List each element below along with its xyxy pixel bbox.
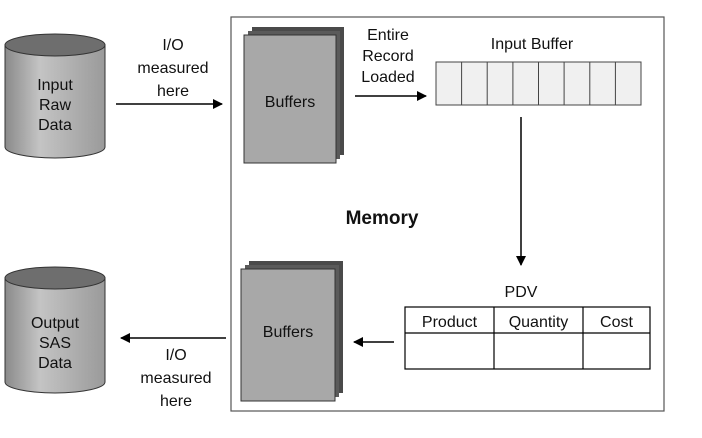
io-top-line-3: here [157,83,189,100]
entire-record-line-2: Record [362,48,414,65]
input-cylinder-line-2: Raw [39,97,71,114]
entire-record-line-1: Entire [367,27,409,44]
io-bottom-line-2: measured [140,370,211,387]
input-cylinder-line-1: Input [37,77,73,94]
input-buffer-label: Input Buffer [491,36,574,53]
entire-record-loaded-label: Entire Record Loaded [361,27,414,86]
buffers-bottom-label: Buffers [263,324,313,341]
pdv-column-quantity: Quantity [509,314,569,331]
buffers-bottom-stack: Buffers [240,261,343,402]
pdv-column-cost: Cost [600,314,633,331]
io-top-line-2: measured [137,60,208,77]
pdv-label: PDV [505,284,538,301]
input-raw-data-cylinder: Input Raw Data [4,33,106,159]
input-buffer-cells [435,61,642,106]
input-cylinder-line-3: Data [38,117,72,134]
pdv-column-product: Product [422,314,478,331]
output-sas-data-cylinder: Output SAS Data [4,266,106,394]
buffers-top-label: Buffers [265,94,315,111]
memory-label: Memory [346,208,419,229]
io-measured-bottom-label: I/O measured here [140,347,211,410]
io-top-line-1: I/O [162,37,183,54]
pdv-table: Product Quantity Cost [404,306,651,370]
output-cylinder-line-2: SAS [39,335,71,352]
io-bottom-line-3: here [160,393,192,410]
output-cylinder-line-1: Output [31,315,80,332]
buffers-top-stack: Buffers [243,27,344,164]
io-bottom-line-1: I/O [165,347,186,364]
io-measured-top-label: I/O measured here [137,37,208,100]
output-cylinder-line-3: Data [38,355,72,372]
entire-record-line-3: Loaded [361,69,414,86]
